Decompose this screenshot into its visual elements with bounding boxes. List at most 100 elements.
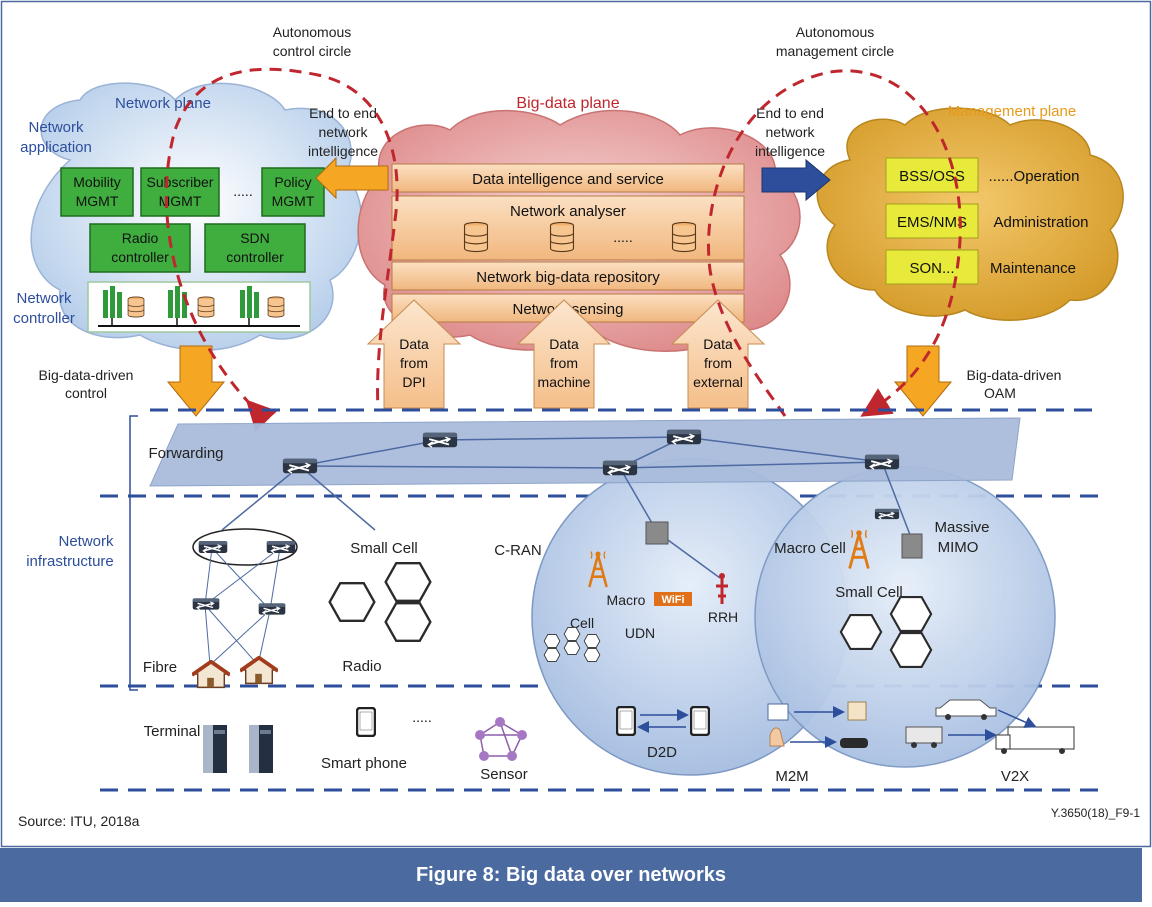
subscriber-label-2: MGMT (159, 193, 202, 209)
subscriber-mgmt-box: Subscriber MGMT (140, 167, 220, 217)
rrh-label: RRH (708, 609, 738, 625)
mobility-label-2: MGMT (76, 193, 119, 209)
bd-control-line2: control (65, 385, 107, 401)
v2x-vehicles (905, 699, 1075, 754)
source-text: Source: ITU, 2018a (18, 813, 140, 829)
network-analyser-label: Network analyser (510, 203, 626, 220)
data-from-external-arrow: Data from external (670, 299, 766, 409)
rrh-icon (716, 573, 728, 604)
sdn-controller-box: SDN controller (204, 223, 306, 273)
d2d-label: D2D (647, 744, 677, 761)
controller-server-strip (87, 281, 311, 333)
network-application-line1: Network (28, 119, 84, 136)
subscriber-label-1: Subscriber (147, 174, 214, 190)
ems-nms-box: EMS/NMS (885, 203, 979, 239)
m2m-devices (767, 701, 868, 748)
net-infra-line2: infrastructure (26, 553, 114, 570)
left-flow-arrow (315, 156, 389, 200)
dpi-label-2: from (400, 355, 428, 371)
wifi-icon: WiFi (654, 592, 692, 606)
bigdata-plane-title: Big-data plane (516, 95, 619, 112)
management-plane-title: Management plane (948, 103, 1076, 120)
forwarding-links (221, 436, 913, 541)
repository-label: Network big-data repository (476, 269, 660, 286)
policy-label-2: MGMT (272, 193, 315, 209)
smart-phone-label: Smart phone (321, 755, 407, 772)
ems-label: EMS/NMS (897, 214, 967, 231)
cell-label: Cell (570, 615, 594, 631)
switch-icon (266, 540, 296, 554)
radio-label: Radio (342, 658, 381, 675)
bd-oam-arrow (893, 345, 953, 417)
switch-icon (258, 602, 286, 616)
small-cell-left-label: Small Cell (350, 540, 418, 557)
house-icon (240, 656, 278, 686)
baseband-unit-icon (645, 521, 669, 545)
switch-icon (602, 459, 638, 477)
dpi-label-1: Data (399, 336, 429, 352)
infrastructure-bracket (129, 415, 138, 691)
e2e-right-line3: intelligence (755, 143, 825, 159)
switch-icon (864, 453, 900, 471)
e2e-left-line2: network (318, 124, 368, 140)
terminal-label: Terminal (144, 723, 201, 740)
son-label: SON... (909, 260, 954, 277)
right-flow-arrow (761, 158, 831, 202)
mobility-label-1: Mobility (73, 174, 120, 190)
cran-label: C-RAN (494, 542, 542, 559)
radio-hex-cluster (327, 562, 433, 642)
network-application-line2: application (20, 139, 92, 156)
database-icon (671, 221, 697, 253)
network-plane-title: Network plane (115, 95, 211, 112)
sdn-ctrl-label-1: SDN (240, 230, 270, 246)
udn-label: UDN (625, 625, 655, 641)
net-infra-line1: Network (58, 533, 114, 550)
bd-control-arrow (166, 345, 226, 417)
policy-label-1: Policy (274, 174, 311, 190)
fibre-label: Fibre (143, 659, 177, 676)
data-intelligence-label: Data intelligence and service (472, 171, 664, 188)
figure-id-text: Y.3650(18)_F9-1 (1051, 806, 1141, 820)
v2x-label: V2X (1001, 768, 1029, 785)
db-dots: ..... (613, 229, 632, 245)
terminal-server-icon (249, 725, 273, 773)
sensor-network-icon (475, 717, 527, 761)
data-from-machine-arrow: Data from machine (516, 299, 612, 409)
smart-phone-icon (356, 707, 376, 737)
autonomous-control-line2: control circle (273, 43, 352, 59)
policy-mgmt-box: Policy MGMT (261, 167, 325, 217)
son-box: SON... (885, 249, 979, 285)
e2e-left-line1: End to end (309, 105, 377, 121)
machine-label-3: machine (538, 374, 591, 390)
fibre-network (192, 528, 298, 690)
bd-oam-line2: OAM (984, 385, 1016, 401)
database-icon (549, 221, 575, 253)
terminal-server-icon (203, 725, 227, 773)
d2d-phone-icon (690, 706, 710, 736)
autonomous-control-line1: Autonomous (273, 24, 352, 40)
mobility-mgmt-box: Mobility MGMT (60, 167, 134, 217)
autonomous-management-line2: management circle (776, 43, 894, 59)
switch-icon (874, 508, 900, 520)
database-icon (463, 221, 489, 253)
e2e-right-line2: network (765, 124, 815, 140)
network-analyser-block: Network analyser ..... (391, 195, 745, 261)
external-label-2: from (704, 355, 732, 371)
small-cell-right-label: Small Cell (835, 584, 903, 601)
operation-label: ......Operation (989, 168, 1080, 185)
m2m-label: M2M (775, 768, 808, 785)
massive-mimo-line2: MIMO (938, 539, 979, 556)
bss-label: BSS/OSS (899, 168, 965, 185)
switch-icon (666, 428, 702, 446)
sensor-label: Sensor (480, 766, 528, 783)
network-controller-line1: Network (16, 290, 72, 307)
switch-icon (198, 540, 228, 554)
massive-mimo-line1: Massive (934, 519, 989, 536)
autonomous-management-line1: Autonomous (796, 24, 875, 40)
bd-control-line1: Big-data-driven (39, 367, 134, 383)
macro-label: Macro (607, 592, 646, 608)
wifi-label: WiFi (661, 594, 684, 606)
dpi-label-3: DPI (402, 374, 425, 390)
